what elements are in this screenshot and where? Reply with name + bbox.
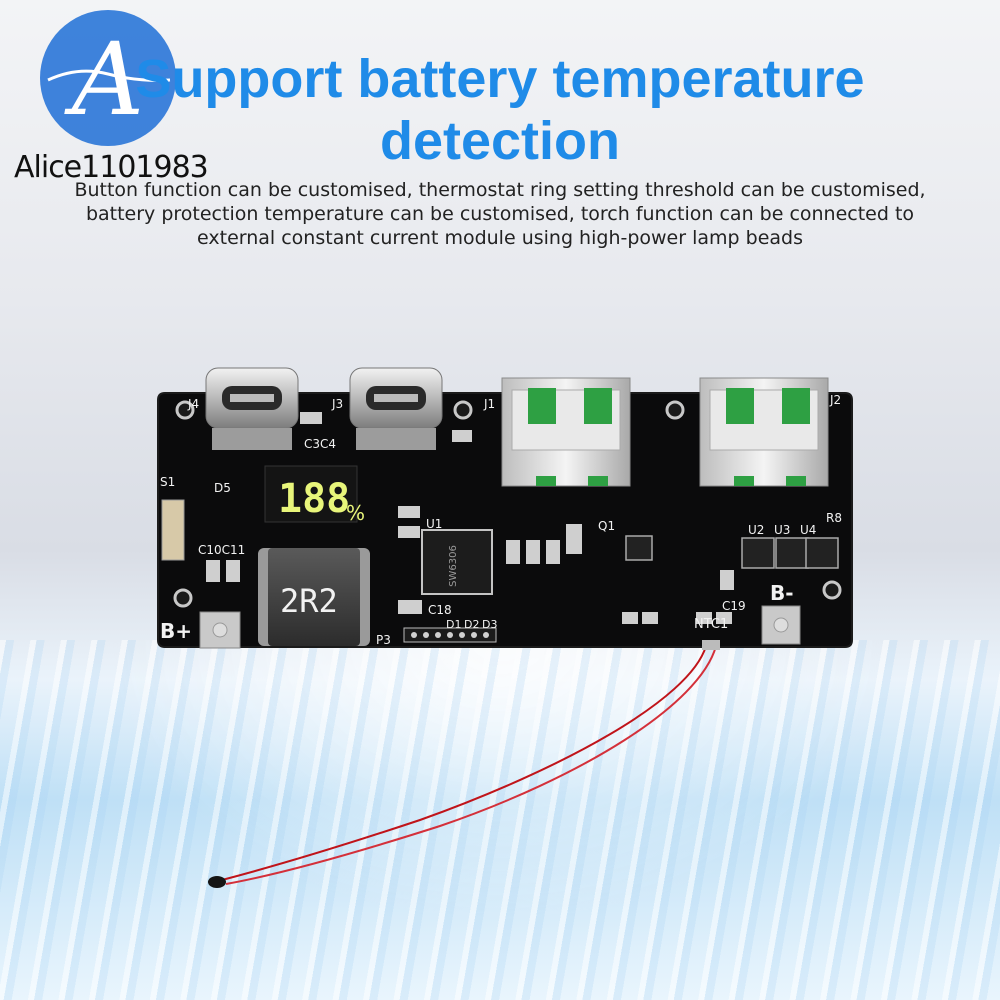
usb-a-port-j1 [501,377,631,487]
svg-text:J4: J4 [187,397,199,411]
ntc-thermistor-probe [208,640,720,888]
usb-c-port-j4 [205,367,299,450]
headline: Support battery temperature detection [0,48,1000,172]
pin-header-p3 [403,627,497,643]
headline-line-2: detection [379,111,621,171]
watermark-logo: A [40,10,176,146]
svg-text:D1: D1 [446,618,461,631]
inductor-2r2: 2R2 [258,548,370,646]
svg-text:U2: U2 [748,523,764,537]
side-switch-s1 [161,499,185,561]
inductor-label: 2R2 [280,582,338,620]
battery-pad-minus [761,605,801,645]
svg-text:C3C4: C3C4 [304,437,336,451]
background-speed-streaks [0,640,1000,1000]
headline-line-1: Support battery temperature [135,49,865,109]
svg-text:D3: D3 [482,618,497,631]
usb-c-port-j3 [349,367,443,450]
description: Button function can be customised, therm… [40,178,960,250]
pad-plus-label: B+ [160,619,192,643]
description-line-2: battery protection temperature can be cu… [85,203,915,225]
svg-text:J2: J2 [829,393,841,407]
svg-text:J3: J3 [331,397,343,411]
svg-text:C10C11: C10C11 [198,543,245,557]
svg-text:U3: U3 [774,523,790,537]
pad-minus-label: B- [770,581,794,605]
main-ic-u1: SW6306 [421,529,493,595]
svg-text:D5: D5 [214,481,231,495]
svg-text:C19: C19 [722,599,746,613]
svg-text:R8: R8 [826,511,842,525]
description-line-3: external constant current module using h… [197,227,803,249]
svg-text:U4: U4 [800,523,816,537]
svg-text:U1: U1 [426,517,442,531]
svg-text:P3: P3 [376,633,391,647]
ntc-label: NTC1 [694,617,728,632]
battery-pad-plus [199,611,241,649]
display-percent: % [346,501,365,525]
display-digits: 188 [278,476,350,522]
smd-components [206,412,734,624]
svg-text:C18: C18 [428,603,452,617]
svg-text:Q1: Q1 [598,519,615,533]
description-line-1: Button function can be customised, therm… [74,179,926,201]
svg-text:D2: D2 [464,618,479,631]
silkscreen: B+ B- NTC1 J4 J3 J1 J2 S1 D5 C3C4 U1 Q1 … [160,393,842,647]
usb-a-port-j2 [699,377,829,487]
svg-text:J1: J1 [483,397,495,411]
transistors [625,535,839,569]
watermark-text: Alice1101983 [14,150,209,185]
svg-text:S1: S1 [160,475,175,489]
mounting-holes [173,400,842,608]
chip-label: SW6306 [448,545,459,587]
led-display: 188 % [264,465,365,525]
